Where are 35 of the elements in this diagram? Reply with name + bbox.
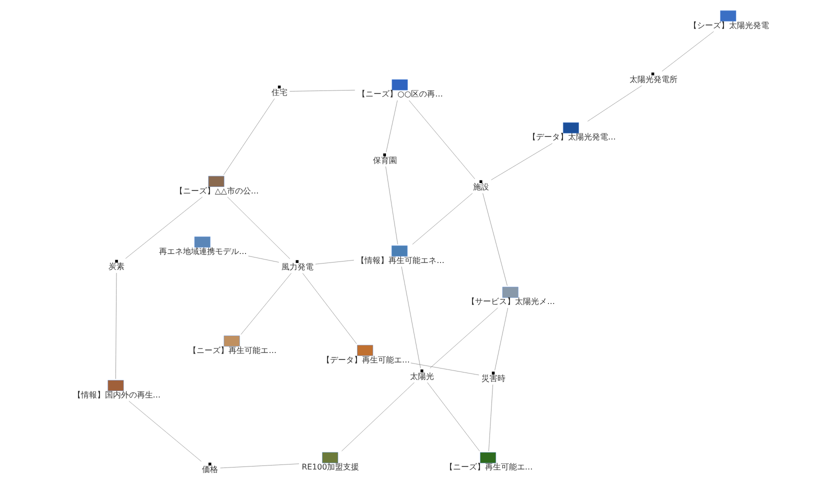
connector — [586, 85, 642, 122]
node-box — [114, 260, 118, 263]
connector — [341, 382, 414, 452]
connector — [410, 362, 479, 376]
connector — [124, 196, 202, 259]
connector — [114, 272, 116, 380]
connector — [128, 400, 201, 462]
connector — [385, 166, 398, 245]
node-box — [478, 180, 482, 184]
node-box — [491, 372, 494, 374]
connector — [289, 90, 355, 92]
connector — [482, 193, 507, 286]
connector — [220, 464, 299, 468]
connector — [412, 193, 472, 245]
connector — [490, 143, 552, 180]
connector — [488, 384, 493, 452]
connector — [385, 100, 398, 152]
node-box — [420, 369, 423, 372]
node-box — [295, 260, 298, 263]
connector — [408, 100, 475, 180]
node-box — [277, 86, 280, 88]
connector — [248, 256, 279, 262]
node-box — [650, 72, 654, 76]
connector — [426, 382, 480, 452]
connector — [240, 273, 291, 335]
connector — [494, 308, 508, 371]
node-box — [208, 462, 211, 466]
connector — [222, 98, 274, 176]
connector — [661, 31, 714, 72]
node-box — [382, 153, 386, 156]
connector — [400, 266, 420, 368]
connector — [226, 196, 290, 260]
connector — [314, 260, 354, 264]
connector — [429, 308, 498, 368]
connector — [302, 273, 356, 344]
